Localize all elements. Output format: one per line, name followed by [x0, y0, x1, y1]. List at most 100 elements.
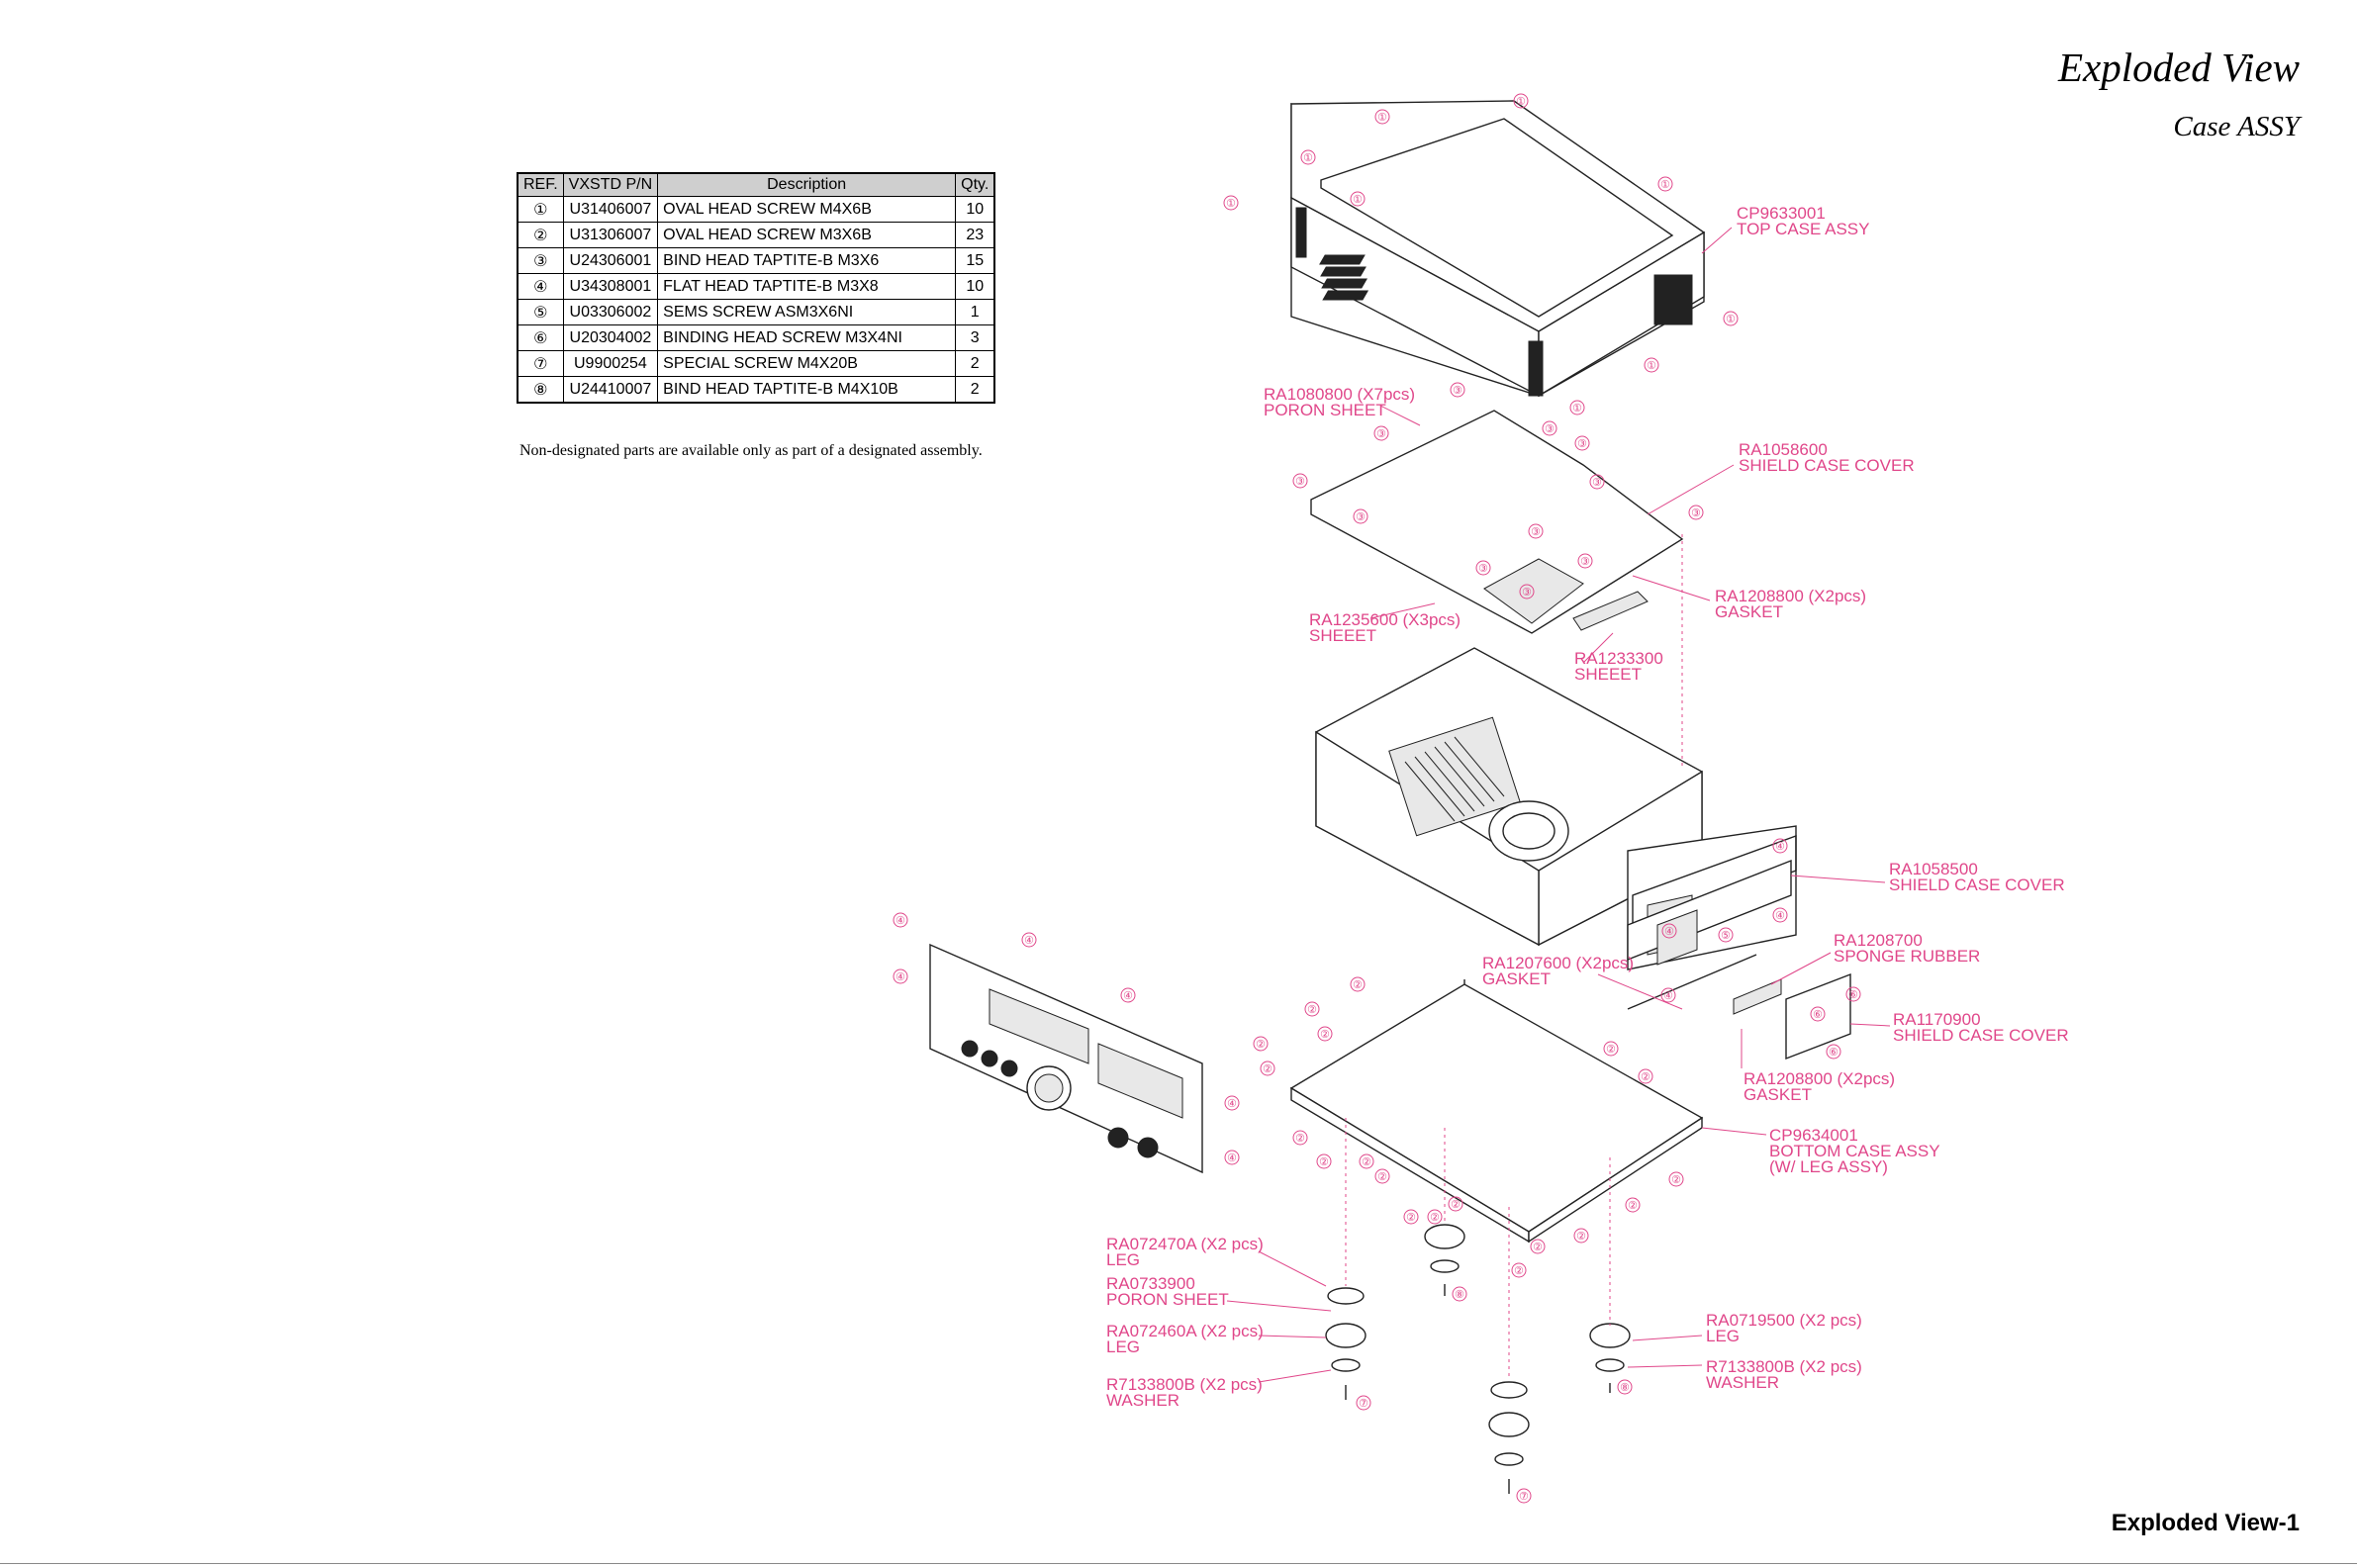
svg-text:⑥: ⑥ — [1848, 988, 1858, 1001]
part-number-cell: U24410007 — [562, 376, 659, 404]
svg-text:②: ② — [1606, 1043, 1616, 1056]
svg-text:④: ④ — [1123, 989, 1133, 1002]
callout-2: ② — [1374, 1168, 1390, 1184]
callout-8: ⑧ — [1452, 1286, 1467, 1302]
label-gasket-low: RA1208800 (X2pcs)GASKET — [1744, 1069, 1895, 1104]
svg-text:②: ② — [1671, 1173, 1681, 1186]
legs-drawing — [1325, 1224, 1631, 1494]
callout-2: ② — [1448, 1196, 1463, 1212]
callout-1: ① — [1374, 109, 1390, 125]
svg-text:②: ② — [1295, 1132, 1305, 1145]
description-cell: BIND HEAD TAPTITE-B M4X10B — [657, 376, 957, 404]
qty-cell: 10 — [955, 196, 995, 223]
part-number-cell: U31306007 — [562, 222, 659, 248]
part-number-cell: U24306001 — [562, 247, 659, 274]
svg-text:①: ① — [1647, 359, 1656, 372]
description-cell: OVAL HEAD SCREW M3X6B — [657, 222, 957, 248]
svg-text:①: ① — [1377, 111, 1387, 124]
svg-text:③: ③ — [1545, 422, 1555, 435]
svg-text:④: ④ — [1227, 1152, 1237, 1164]
label-leg-c: RA0719500 (X2 pcs)LEG — [1706, 1311, 1862, 1345]
qty-cell: 2 — [955, 376, 995, 404]
front-panel-drawing — [929, 943, 1203, 1174]
callout-7: ⑦ — [1516, 1488, 1532, 1504]
column-header-qty: Qty. — [955, 172, 995, 197]
part-number-cell: U34308001 — [562, 273, 659, 300]
main-chassis-drawing — [1315, 647, 1797, 970]
svg-text:②: ② — [1641, 1070, 1650, 1083]
description-cell: OVAL HEAD SCREW M4X6B — [657, 196, 957, 223]
svg-text:②: ② — [1576, 1230, 1586, 1243]
qty-cell: 23 — [955, 222, 995, 248]
description-cell: BINDING HEAD SCREW M3X4NI — [657, 324, 957, 351]
callout-3: ③ — [1373, 425, 1389, 441]
callout-1: ① — [1723, 311, 1739, 326]
callout-3: ③ — [1542, 420, 1557, 436]
svg-text:②: ② — [1406, 1211, 1416, 1224]
ref-cell: ⑦ — [517, 350, 564, 377]
svg-text:③: ③ — [1356, 510, 1366, 523]
callout-1: ① — [1644, 357, 1659, 373]
label-gasket-mid: RA1207600 (X2pcs)GASKET — [1482, 954, 1634, 988]
callout-3: ③ — [1577, 553, 1593, 569]
column-header-ref: REF. — [517, 172, 564, 197]
svg-text:⑦: ⑦ — [1519, 1490, 1529, 1503]
callout-2: ② — [1427, 1209, 1443, 1225]
svg-text:②: ② — [1307, 1003, 1317, 1016]
svg-text:①: ① — [1226, 197, 1236, 210]
callout-2: ② — [1573, 1228, 1589, 1244]
callout-1: ① — [1350, 191, 1366, 207]
callout-6: ⑥ — [1845, 986, 1861, 1002]
svg-text:④: ④ — [1775, 840, 1785, 853]
shield-plate-drawing — [1310, 410, 1684, 634]
label-gasket-top: RA1208800 (X2pcs)GASKET — [1715, 587, 1866, 621]
callout-3: ③ — [1574, 435, 1590, 451]
callout-marks: ① ① ① ① ① ① ① ① ① ③ ③ ③ ③ ③ ③ ③ ③ ③ ③ ③ … — [893, 93, 1861, 1504]
callout-4: ④ — [1224, 1095, 1240, 1111]
callout-7: ⑦ — [1356, 1395, 1371, 1411]
svg-text:②: ② — [1263, 1062, 1273, 1075]
callout-2: ② — [1403, 1209, 1419, 1225]
page-title: Exploded View — [2057, 45, 2300, 90]
label-washer-b: R7133800B (X2 pcs)WASHER — [1706, 1357, 1862, 1392]
side-shield-drawing — [1627, 835, 1851, 1061]
callout-4: ④ — [893, 968, 908, 984]
leader-lines — [1226, 227, 1891, 1383]
callout-2: ② — [1317, 1026, 1333, 1042]
qty-cell: 10 — [955, 273, 995, 300]
callout-4: ④ — [1120, 987, 1136, 1003]
label-poron-sheet-top: RA1080800 (X7pcs)PORON SHEET — [1264, 385, 1415, 419]
svg-text:④: ④ — [1024, 934, 1034, 947]
svg-text:③: ③ — [1295, 475, 1305, 488]
callout-8: ⑧ — [1617, 1379, 1633, 1395]
svg-text:③: ③ — [1691, 507, 1701, 519]
svg-text:③: ③ — [1580, 555, 1590, 568]
svg-text:②: ② — [1319, 1155, 1329, 1168]
svg-text:①: ① — [1303, 151, 1313, 164]
callout-4: ④ — [1660, 987, 1676, 1003]
description-cell: FLAT HEAD TAPTITE-B M3X8 — [657, 273, 957, 300]
svg-text:②: ② — [1362, 1155, 1371, 1168]
parts-note: Non-designated parts are available only … — [519, 442, 983, 459]
svg-text:④: ④ — [1775, 909, 1785, 922]
part-number-cell: U20304002 — [562, 324, 659, 351]
svg-text:②: ② — [1514, 1264, 1524, 1277]
svg-text:②: ② — [1256, 1038, 1266, 1051]
callout-1: ① — [1300, 149, 1316, 165]
label-washer-a: R7133800B (X2 pcs)WASHER — [1106, 1375, 1263, 1410]
callout-2: ② — [1350, 976, 1366, 992]
svg-text:①: ① — [1353, 193, 1363, 206]
svg-text:③: ③ — [1478, 562, 1488, 575]
